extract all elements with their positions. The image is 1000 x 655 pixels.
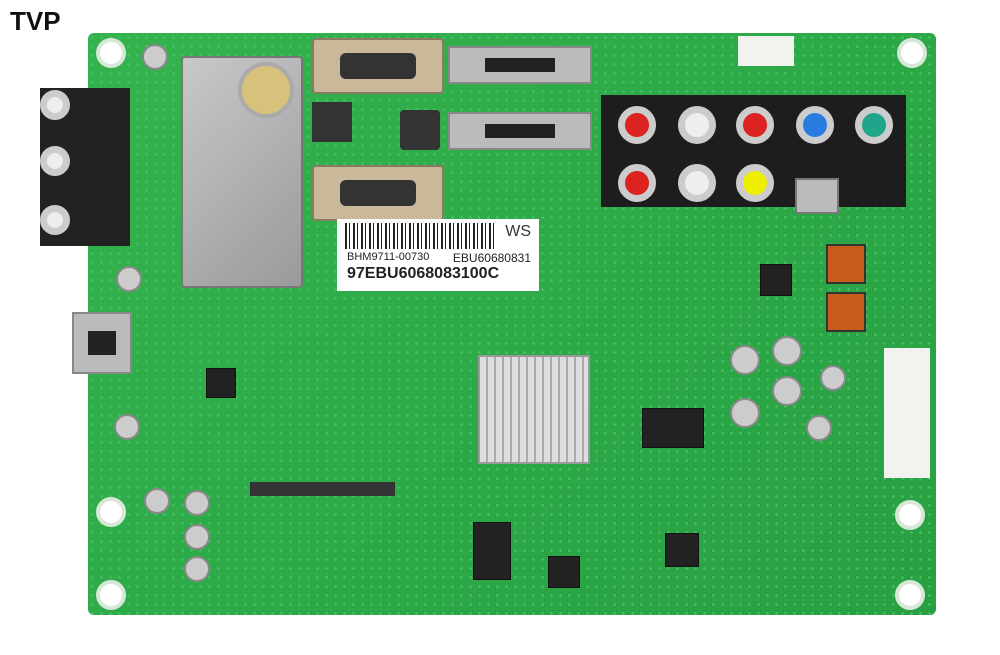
ic-chip <box>206 368 236 398</box>
inductor <box>826 292 866 332</box>
serial-port <box>312 38 444 94</box>
label-code-3: 97EBU6068083100C <box>347 265 500 282</box>
rca-jack-red <box>618 106 656 144</box>
mounting-hole <box>96 580 126 610</box>
mounting-hole <box>897 38 927 68</box>
board-connector <box>884 348 930 478</box>
capacitor <box>184 490 210 516</box>
capacitor <box>116 266 142 292</box>
ic-chip <box>760 264 792 296</box>
hdmi-port <box>448 112 592 150</box>
rca-jack-red <box>736 106 774 144</box>
hdmi-port <box>72 312 132 374</box>
rca-jack-white <box>678 106 716 144</box>
label-code-1: BHM9711-00730 <box>347 251 430 263</box>
capacitor <box>730 398 760 428</box>
mounting-hole <box>895 500 925 530</box>
mounting-hole <box>96 38 126 68</box>
heatsink <box>478 355 590 464</box>
hdmi-port <box>448 46 592 84</box>
rca-jack <box>40 146 70 176</box>
board-connector <box>738 36 794 66</box>
audio-jack <box>400 110 440 150</box>
rca-jack <box>40 90 70 120</box>
capacitor <box>806 415 832 441</box>
inductor <box>826 244 866 284</box>
ic-chip <box>548 556 580 588</box>
mounting-hole <box>96 497 126 527</box>
label-code-2: EBU60680831 <box>452 251 531 265</box>
capacitor <box>144 488 170 514</box>
capacitor <box>772 376 802 406</box>
barcode <box>345 223 495 249</box>
rca-jack-red <box>618 164 656 202</box>
capacitor <box>142 44 168 70</box>
ic-chip <box>473 522 511 580</box>
memory-chip <box>642 408 704 448</box>
barcode-label: WS BHM9711-00730 EBU60680831 97EBU606808… <box>337 219 539 291</box>
watermark-logo: TVP <box>10 6 61 36</box>
label-suffix: WS <box>505 223 531 240</box>
antenna-connector <box>238 62 294 118</box>
rca-jack-yellow <box>736 164 774 202</box>
optical-port <box>312 102 352 142</box>
rca-jack-blue <box>796 106 834 144</box>
capacitor <box>114 414 140 440</box>
rca-jack <box>40 205 70 235</box>
capacitor <box>184 556 210 582</box>
capacitor <box>730 345 760 375</box>
capacitor <box>184 524 210 550</box>
capacitor <box>820 365 846 391</box>
capacitor <box>772 336 802 366</box>
vga-port <box>312 165 444 221</box>
lvds-connector <box>250 482 395 496</box>
ic-chip <box>665 533 699 567</box>
rca-jack-green <box>855 106 893 144</box>
mounting-hole <box>895 580 925 610</box>
usb-port <box>795 178 839 214</box>
rca-jack-white <box>678 164 716 202</box>
